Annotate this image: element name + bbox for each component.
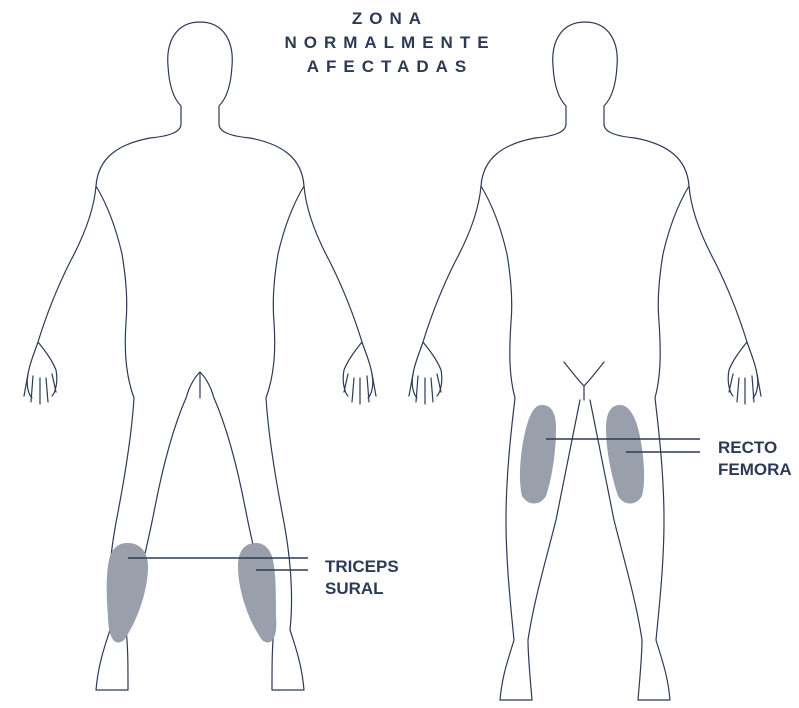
triceps-sural-line-2: SURAL	[325, 578, 399, 600]
front-figure-groin	[564, 362, 604, 400]
recto-femoral-line-2: FEMORA	[718, 459, 792, 481]
front-view-figure	[409, 22, 761, 700]
right-thigh-zone	[606, 405, 644, 504]
left-thigh-zone	[520, 405, 556, 504]
recto-femoral-line-1: RECTO	[718, 437, 792, 459]
back-figure-head	[150, 22, 250, 138]
back-figure-left-outline	[27, 138, 186, 690]
back-figure-left-hand	[24, 374, 56, 404]
back-figure-right-outline	[214, 138, 373, 690]
back-view-figure	[24, 22, 376, 690]
back-figure-right-hand	[344, 374, 376, 404]
recto-femoral-label: RECTO FEMORA	[718, 437, 792, 481]
front-figure-head	[535, 22, 635, 138]
front-figure-right-hand	[729, 374, 761, 404]
back-figure-buttocks	[186, 372, 214, 398]
triceps-sural-line-1: TRICEPS	[325, 556, 399, 578]
front-figure-left-hand	[409, 374, 441, 404]
triceps-sural-label: TRICEPS SURAL	[325, 556, 399, 600]
